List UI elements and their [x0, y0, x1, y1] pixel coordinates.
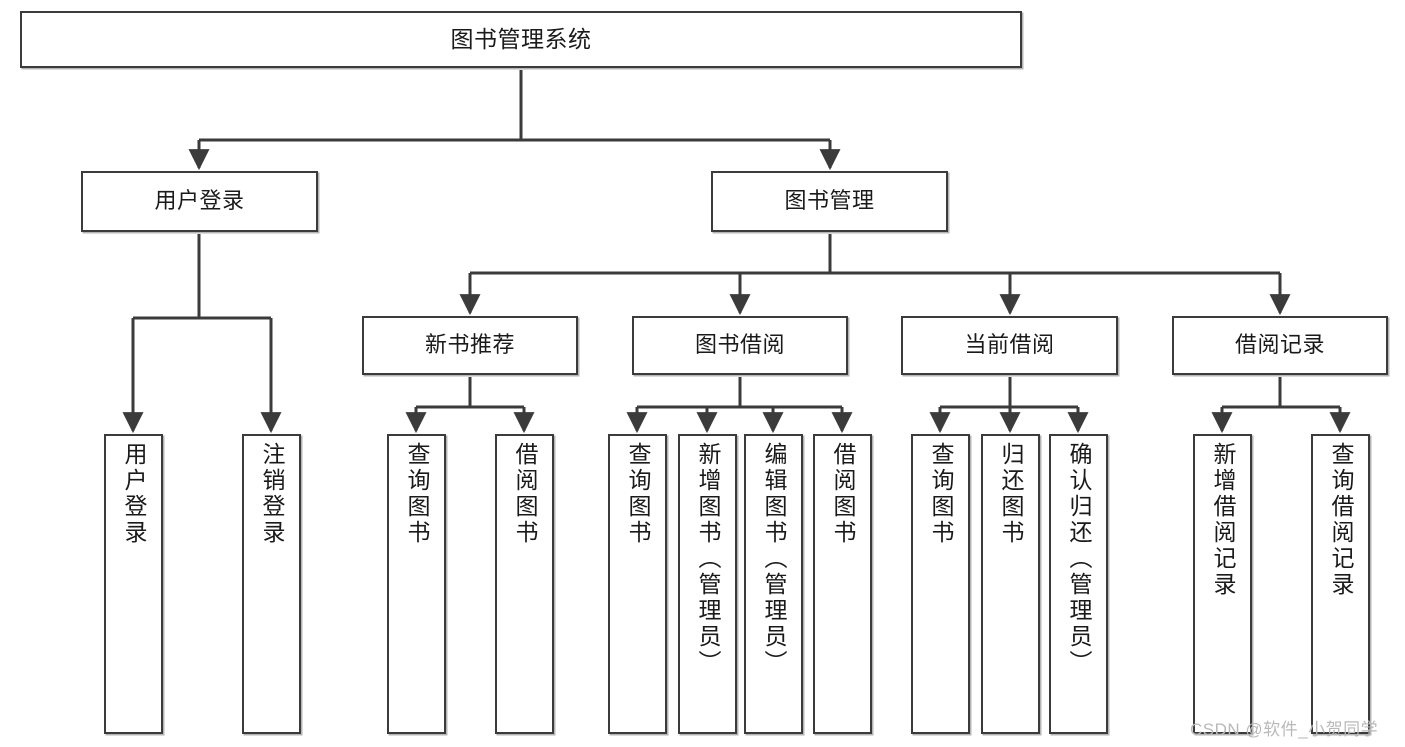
node-leaf-add-record-label: 新增借阅记录: [1210, 442, 1236, 598]
node-leaf-add-record[interactable]: 新增借阅记录: [1193, 434, 1252, 734]
node-leaf-query-book-c[interactable]: 查询图书: [911, 434, 970, 734]
node-new-book-recommend-label: 新书推荐: [424, 332, 515, 358]
node-leaf-edit-book-label: 编辑图书（管理员）: [761, 442, 787, 676]
node-leaf-user-login-label: 用户登录: [121, 442, 147, 546]
node-root-label: 图书管理系统: [450, 25, 592, 52]
node-user-login[interactable]: 用户登录: [81, 171, 318, 232]
node-current-borrow-label: 当前借阅: [964, 332, 1055, 358]
node-leaf-return-book[interactable]: 归还图书: [981, 434, 1040, 734]
node-leaf-query-book-c-label: 查询图书: [928, 442, 954, 546]
node-user-login-label: 用户登录: [154, 188, 245, 214]
node-leaf-borrow-book-a-label: 借阅图书: [512, 442, 538, 546]
node-leaf-user-logout[interactable]: 注销登录: [242, 434, 301, 734]
node-leaf-confirm-return[interactable]: 确认归还（管理员）: [1049, 434, 1108, 734]
node-leaf-borrow-book-b-label: 借阅图书: [830, 442, 856, 546]
node-leaf-user-login[interactable]: 用户登录: [104, 434, 163, 734]
node-leaf-query-record[interactable]: 查询借阅记录: [1311, 434, 1370, 734]
node-leaf-borrow-book-b[interactable]: 借阅图书: [813, 434, 872, 734]
node-book-manage[interactable]: 图书管理: [711, 171, 948, 232]
node-leaf-user-logout-label: 注销登录: [259, 442, 285, 546]
node-leaf-query-book-b[interactable]: 查询图书: [608, 434, 667, 734]
node-book-borrow[interactable]: 图书借阅: [632, 316, 848, 375]
node-root[interactable]: 图书管理系统: [20, 11, 1022, 68]
node-borrow-record[interactable]: 借阅记录: [1172, 316, 1388, 375]
node-book-manage-label: 图书管理: [784, 188, 875, 214]
node-leaf-query-book-b-label: 查询图书: [625, 442, 651, 546]
node-book-borrow-label: 图书借阅: [694, 332, 785, 358]
node-new-book-recommend[interactable]: 新书推荐: [362, 316, 578, 375]
node-leaf-edit-book[interactable]: 编辑图书（管理员）: [744, 434, 803, 734]
node-leaf-return-book-label: 归还图书: [998, 442, 1024, 546]
node-leaf-query-book-a[interactable]: 查询图书: [387, 434, 446, 734]
node-leaf-borrow-book-a[interactable]: 借阅图书: [495, 434, 554, 734]
csdn-watermark: CSDN @软件_小贺同学: [1190, 720, 1379, 739]
node-leaf-add-book[interactable]: 新增图书（管理员）: [678, 434, 737, 734]
node-leaf-query-record-label: 查询借阅记录: [1328, 442, 1354, 598]
node-current-borrow[interactable]: 当前借阅: [901, 316, 1118, 375]
node-borrow-record-label: 借阅记录: [1234, 332, 1325, 358]
node-leaf-confirm-return-label: 确认归还（管理员）: [1066, 442, 1092, 676]
node-leaf-query-book-a-label: 查询图书: [404, 442, 430, 546]
node-leaf-add-book-label: 新增图书（管理员）: [695, 442, 721, 676]
